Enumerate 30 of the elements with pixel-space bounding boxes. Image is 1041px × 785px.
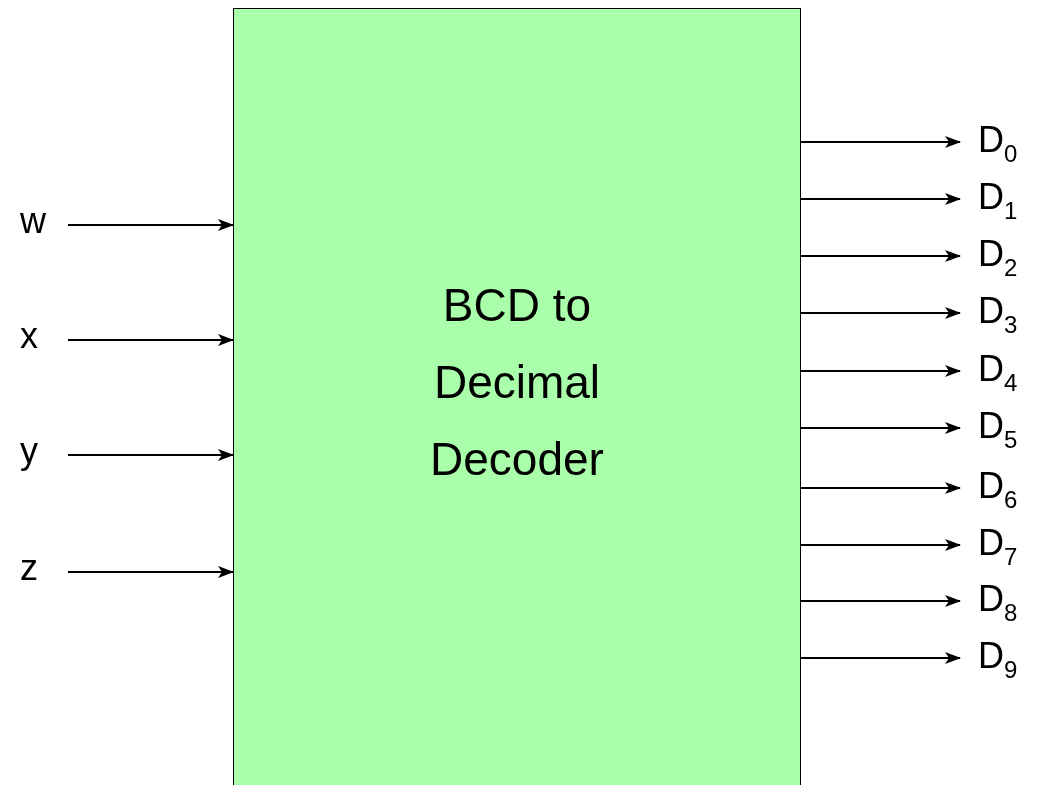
arrow [67,566,234,578]
signal-label: z [20,548,38,588]
arrow [800,595,961,607]
signal-label: D$_{1}$ [978,177,1018,217]
signal-label: x [20,316,38,356]
arrow [800,250,961,262]
signal-label: D$_{5}$ [978,406,1018,446]
arrow [800,307,961,319]
signal-label: D$_{4}$ [978,349,1018,389]
decoder-block [233,8,801,785]
arrow [800,193,961,205]
signal-label: w [20,201,46,241]
arrow [67,449,234,461]
arrow [67,219,234,231]
signal-label: D$_{2}$ [978,234,1018,274]
signal-label: D$_{7}$ [978,523,1018,563]
signal-label: D$_{0}$ [978,120,1018,160]
signal-label: D$_{6}$ [978,466,1018,506]
signal-label: D$_{9}$ [978,636,1018,676]
block-label: BCD to Decimal Decoder [429,277,605,487]
signal-label: D$_{3}$ [978,291,1018,331]
arrow [800,539,961,551]
arrow [800,365,961,377]
arrow [800,422,961,434]
arrow [800,136,961,148]
signal-label: D$_{8}$ [978,579,1018,619]
arrow [67,334,234,346]
arrow [800,652,961,664]
arrow [800,482,961,494]
signal-label: y [20,431,38,471]
